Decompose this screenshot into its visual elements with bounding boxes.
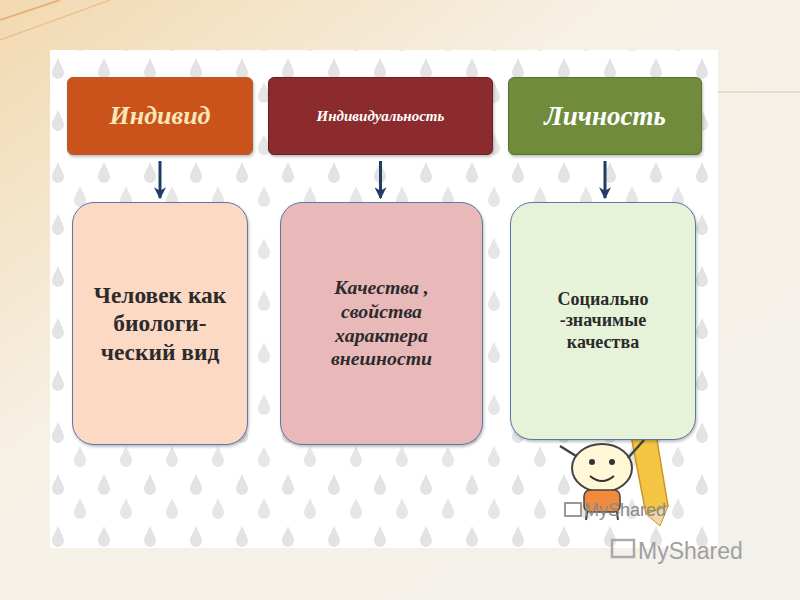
watermark: MyShared xyxy=(584,500,666,521)
raindrop-texture xyxy=(50,50,718,548)
connector-arrow xyxy=(379,161,382,198)
connector-arrow xyxy=(159,161,162,198)
connector-arrow xyxy=(604,161,607,198)
definition-text: Качества , свойства характера внешности xyxy=(299,276,464,371)
definition-box: Человек как биологи- ческий вид xyxy=(72,202,248,445)
definition-box: Социально -значимые качества xyxy=(510,202,696,440)
header-text: Индивидуальность xyxy=(317,107,445,125)
header-text: Личность xyxy=(544,100,666,132)
slide-panel xyxy=(50,50,718,548)
corner-line xyxy=(0,0,60,20)
watermark: MyShared xyxy=(638,538,743,565)
header-box: Индивидуальность xyxy=(268,77,493,155)
definition-text: Человек как биологи- ческий вид xyxy=(93,281,227,365)
definition-text: Социально -значимые качества xyxy=(525,289,681,354)
header-box: Личность xyxy=(508,77,702,155)
header-text: Индивид xyxy=(110,100,211,131)
header-box: Индивид xyxy=(67,77,253,155)
corner-line xyxy=(718,92,800,93)
definition-box: Качества , свойства характера внешности xyxy=(280,202,483,445)
corner-line xyxy=(0,0,110,40)
